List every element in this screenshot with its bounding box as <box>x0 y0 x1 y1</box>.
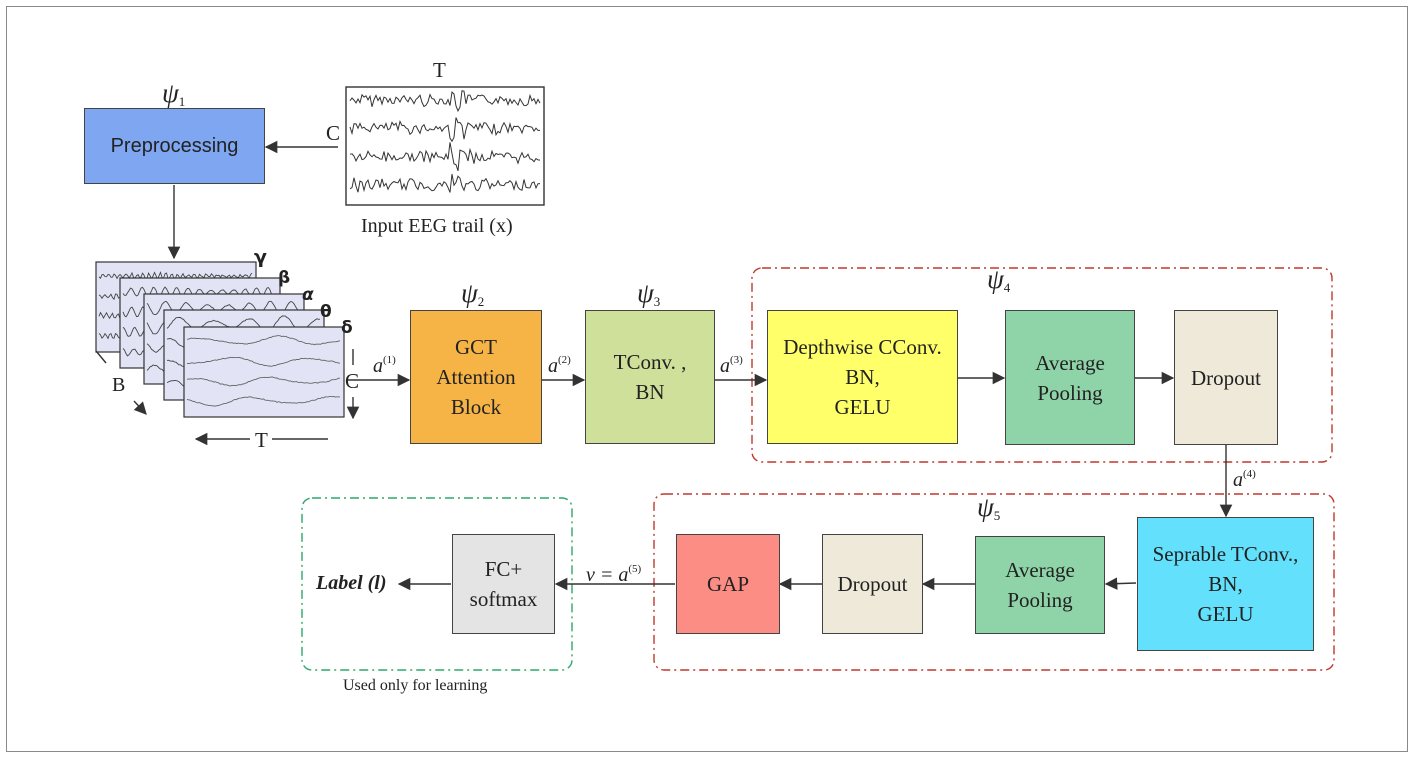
separable-line-3: GELU <box>1197 602 1254 626</box>
dropout-block-1: Dropout <box>1174 310 1278 445</box>
separable-line-2: BN, <box>1208 572 1243 596</box>
avgpool1-line-2: Pooling <box>1037 380 1103 405</box>
eeg-trace-1 <box>349 90 541 113</box>
eeg-input-panel <box>345 86 545 206</box>
depthwise-line-2: BN, <box>845 365 880 389</box>
input-caption: Input EEG trail (x) <box>361 215 513 237</box>
gct-attention-block: GCT Attention Block <box>410 310 542 444</box>
learning-group-outline <box>301 497 573 671</box>
learning-note: Used only for learning <box>343 677 488 694</box>
connectors <box>95 140 1233 591</box>
fc-line-2: softmax <box>469 587 538 611</box>
psi4-label: ψ4 <box>987 264 1011 295</box>
band-theta-label: θ <box>320 302 332 322</box>
dropout2-label: Dropout <box>837 572 908 596</box>
fc-line-1: FC+ <box>484 557 523 581</box>
avgpool1-line-1: Average <box>1035 350 1105 375</box>
b-axis-arrow <box>133 400 147 415</box>
band-trace <box>186 396 341 407</box>
activation-a4: a(4) <box>1233 468 1256 491</box>
psi3-label: ψ3 <box>637 278 661 309</box>
eeg-traces <box>349 90 541 193</box>
band-panel-delta <box>183 326 345 418</box>
depthwise-line-3: GELU <box>834 395 891 419</box>
separable-conv-block: Seprable TConv., BN, GELU <box>1137 517 1314 651</box>
arrow-separable-to-avgpool <box>1104 577 1137 590</box>
gct-line-2: Attention <box>436 365 516 389</box>
preprocessing-label: Preprocessing <box>110 135 239 157</box>
gap-label: GAP <box>706 572 749 596</box>
depthwise-conv-block: Depthwise CConv. BN, GELU <box>767 310 958 444</box>
band-axis-t-label: T <box>255 428 268 452</box>
activation-a3: a(3) <box>720 354 743 377</box>
dropout-block-2: Dropout <box>822 534 923 634</box>
gap-block: GAP <box>676 534 780 634</box>
psi1-label: ψ1 <box>162 78 186 109</box>
average-pooling-block-1: Average Pooling <box>1005 310 1135 445</box>
gct-line-3: Block <box>450 395 502 419</box>
depthwise-line-1: Depthwise CConv. <box>783 335 942 359</box>
separable-line-1: Seprable TConv., <box>1152 542 1299 566</box>
figure-frame <box>6 6 1408 752</box>
band-gamma-label: γ <box>254 246 267 268</box>
psi2-label: ψ2 <box>461 278 485 309</box>
eeg-trace-4 <box>349 173 541 193</box>
dropout1-label: Dropout <box>1191 365 1261 390</box>
eeg-trace-3 <box>349 142 541 172</box>
psi5-group-outline <box>653 493 1335 671</box>
tconv-block: TConv. , BN <box>585 310 715 444</box>
activation-v-a5: v = a(5) <box>586 563 642 586</box>
band-alpha-label: α <box>302 285 314 305</box>
psi4-group-outline <box>751 267 1333 463</box>
band-trace <box>186 376 340 387</box>
eeg-trace-2 <box>349 117 540 143</box>
preprocessing-block: Preprocessing <box>84 108 265 184</box>
band-axis-b-label: B <box>112 374 126 396</box>
tconv-line-1: TConv. , <box>613 350 687 374</box>
band-trace <box>186 356 341 367</box>
psi5-label: ψ5 <box>977 492 1001 523</box>
activation-a2: a(2) <box>548 354 571 377</box>
fc-softmax-block: FC+ softmax <box>452 534 555 634</box>
average-pooling-block-2: Average Pooling <box>975 536 1105 634</box>
b-axis-tick <box>95 350 107 364</box>
input-time-label: T <box>433 58 446 82</box>
band-axis-c-label: C <box>345 369 360 393</box>
band-trace <box>187 335 341 346</box>
avgpool2-line-2: Pooling <box>1007 588 1073 612</box>
input-channel-label: C <box>326 121 341 145</box>
band-stack <box>95 261 345 418</box>
band-beta-label: β <box>278 268 291 288</box>
activation-a1: a(1) <box>373 354 396 377</box>
avgpool2-line-1: Average <box>1005 558 1075 582</box>
tconv-line-2: BN <box>635 380 665 404</box>
band-delta-label: δ <box>341 318 353 338</box>
gct-line-1: GCT <box>455 335 497 359</box>
output-label: Label (l) <box>316 572 387 594</box>
